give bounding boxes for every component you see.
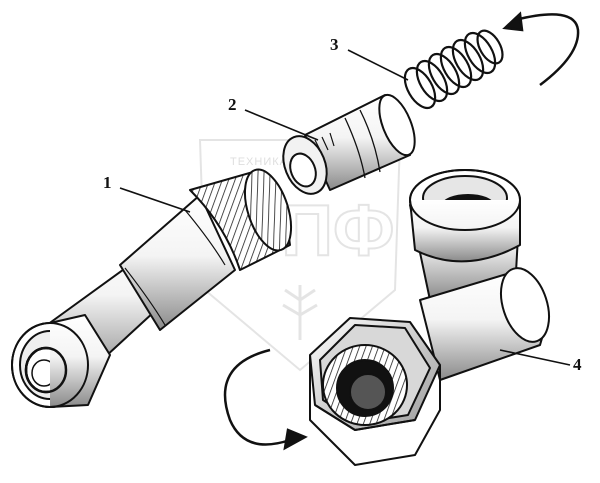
callout-label-3: 3 (330, 35, 339, 54)
watermark-shield-outline (198, 139, 402, 372)
leader-line-2 (244, 109, 319, 141)
part-1-tube (11, 168, 293, 408)
arrowhead-icon (283, 428, 308, 451)
callout-label-1: 1 (103, 173, 112, 192)
rotation-arrow-top (502, 11, 580, 86)
rotation-arrow-bottom (223, 348, 308, 451)
callout-label-2: 2 (228, 95, 237, 114)
part-4-elbow (309, 169, 550, 466)
part-3-spring (403, 29, 504, 110)
leader-line-3 (347, 49, 409, 81)
part-2-sleeve (282, 93, 416, 195)
watermark-wheat-icon (282, 285, 318, 340)
leader-lines (119, 49, 571, 366)
leader-line-1 (119, 187, 191, 213)
leader-line-4 (499, 349, 571, 366)
arrowhead-icon (502, 11, 524, 32)
callout-label-4: 4 (573, 355, 582, 374)
